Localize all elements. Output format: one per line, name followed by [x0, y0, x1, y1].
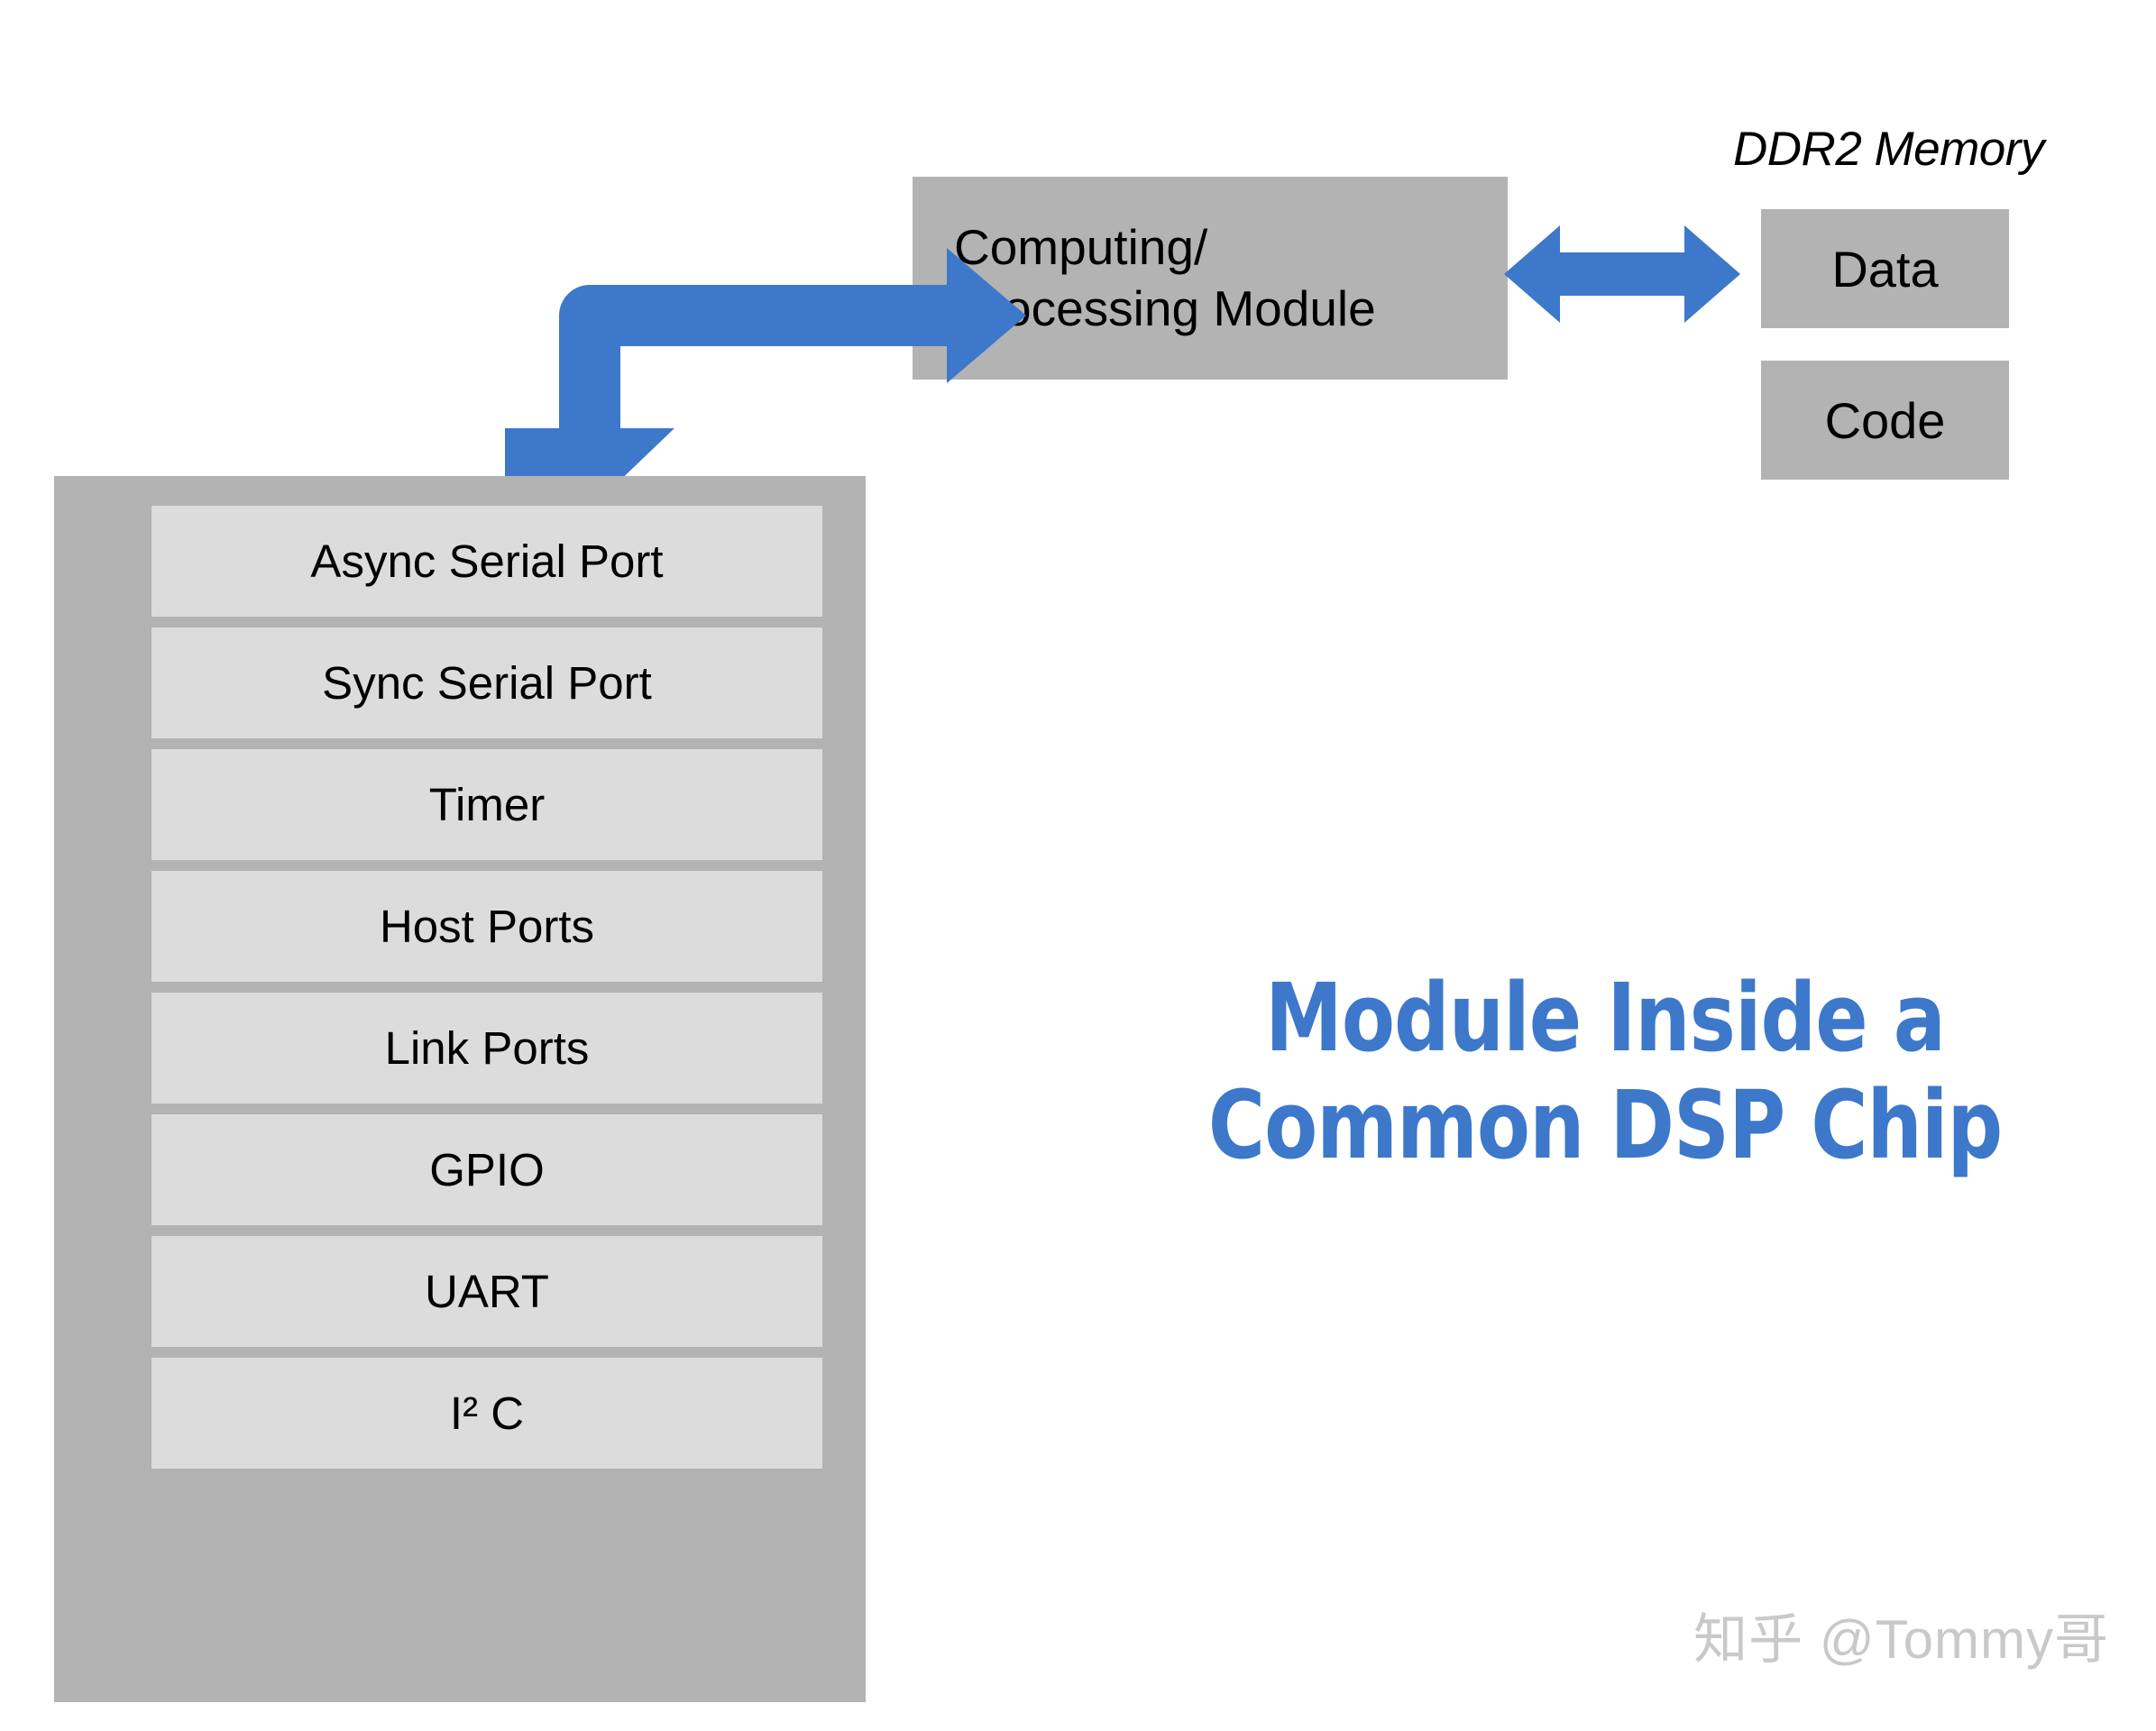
- peripheral-item-async-serial-port[interactable]: Async Serial Port: [151, 506, 822, 617]
- bent-double-arrow-icon: [505, 248, 1026, 509]
- ddr2-memory-label: DDR2 Memory: [1733, 123, 2044, 176]
- peripheral-module-container: Async Serial Port Sync Serial Port Timer…: [54, 476, 866, 1702]
- peripheral-item-timer[interactable]: Timer: [151, 749, 822, 860]
- page-title: Module Inside a Common DSP Chip: [1161, 965, 2049, 1178]
- peripheral-item-gpio[interactable]: GPIO: [151, 1114, 822, 1225]
- watermark: 知乎 @Tommy哥: [1693, 1609, 2109, 1670]
- peripheral-item-host-ports[interactable]: Host Ports: [151, 871, 822, 982]
- double-headed-arrow-icon: [1504, 225, 1740, 323]
- peripheral-item-i2c[interactable]: I² C: [151, 1358, 822, 1469]
- peripheral-item-link-ports[interactable]: Link Ports: [151, 993, 822, 1104]
- page-title-line-2: Common DSP Chip: [1207, 1069, 2003, 1180]
- memory-block-data: Data: [1761, 209, 2009, 328]
- page-title-line-1: Module Inside a: [1265, 963, 1946, 1073]
- peripheral-item-uart[interactable]: UART: [151, 1236, 822, 1347]
- peripheral-list: Async Serial Port Sync Serial Port Timer…: [151, 506, 822, 1469]
- module-label-line-1: Computing/: [954, 219, 1208, 276]
- peripheral-item-sync-serial-port[interactable]: Sync Serial Port: [151, 627, 822, 738]
- computing-processing-module-box: Computing/ Processing Module: [913, 177, 1508, 380]
- module-label-line-2: Processing Module: [954, 279, 1376, 336]
- memory-block-code: Code: [1761, 361, 2009, 480]
